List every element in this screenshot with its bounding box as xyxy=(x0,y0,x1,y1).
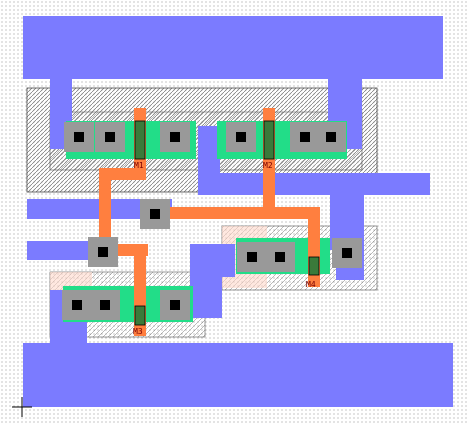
gnd-rail xyxy=(23,343,453,407)
metal-output-drop xyxy=(198,126,220,195)
contact-cut-13 xyxy=(100,300,110,310)
channel-m4 xyxy=(308,256,320,276)
channel-m2 xyxy=(263,120,275,160)
transistor-labels: M1 M2 M4 M3 xyxy=(133,161,316,336)
vdd-rail xyxy=(23,16,443,79)
label-m2: M2 xyxy=(263,161,273,170)
gate-channels xyxy=(134,120,320,326)
contact-cut-8 xyxy=(98,247,108,257)
channel-m1 xyxy=(134,120,146,160)
channel-m3 xyxy=(134,305,146,326)
contact-cut-4 xyxy=(236,132,246,142)
metal-m3-right xyxy=(190,274,222,318)
contact-cut-10 xyxy=(275,252,285,262)
contact-cut-11 xyxy=(342,248,352,258)
contact-cut-3 xyxy=(170,132,180,142)
metal-m4-left xyxy=(190,244,235,277)
poly-horizontal-mid xyxy=(160,207,320,219)
contact-cut-2 xyxy=(105,132,115,142)
origin-cross-icon xyxy=(12,397,32,417)
contact-cut-7 xyxy=(150,209,160,219)
contact-cut-6 xyxy=(326,132,336,142)
contact-cut-1 xyxy=(74,132,84,142)
contact-cut-14 xyxy=(170,300,180,310)
label-m1: M1 xyxy=(134,161,144,170)
label-m4: M4 xyxy=(306,280,316,289)
contact-cut-5 xyxy=(300,132,310,142)
contact-cut-12 xyxy=(72,300,82,310)
label-m3: M3 xyxy=(133,327,143,336)
metal-output-horizontal xyxy=(198,173,430,195)
poly-m2-down xyxy=(263,168,275,210)
contact-layer xyxy=(62,122,362,320)
contact-cut-9 xyxy=(247,252,257,262)
poly-m1-vertical xyxy=(99,168,111,250)
